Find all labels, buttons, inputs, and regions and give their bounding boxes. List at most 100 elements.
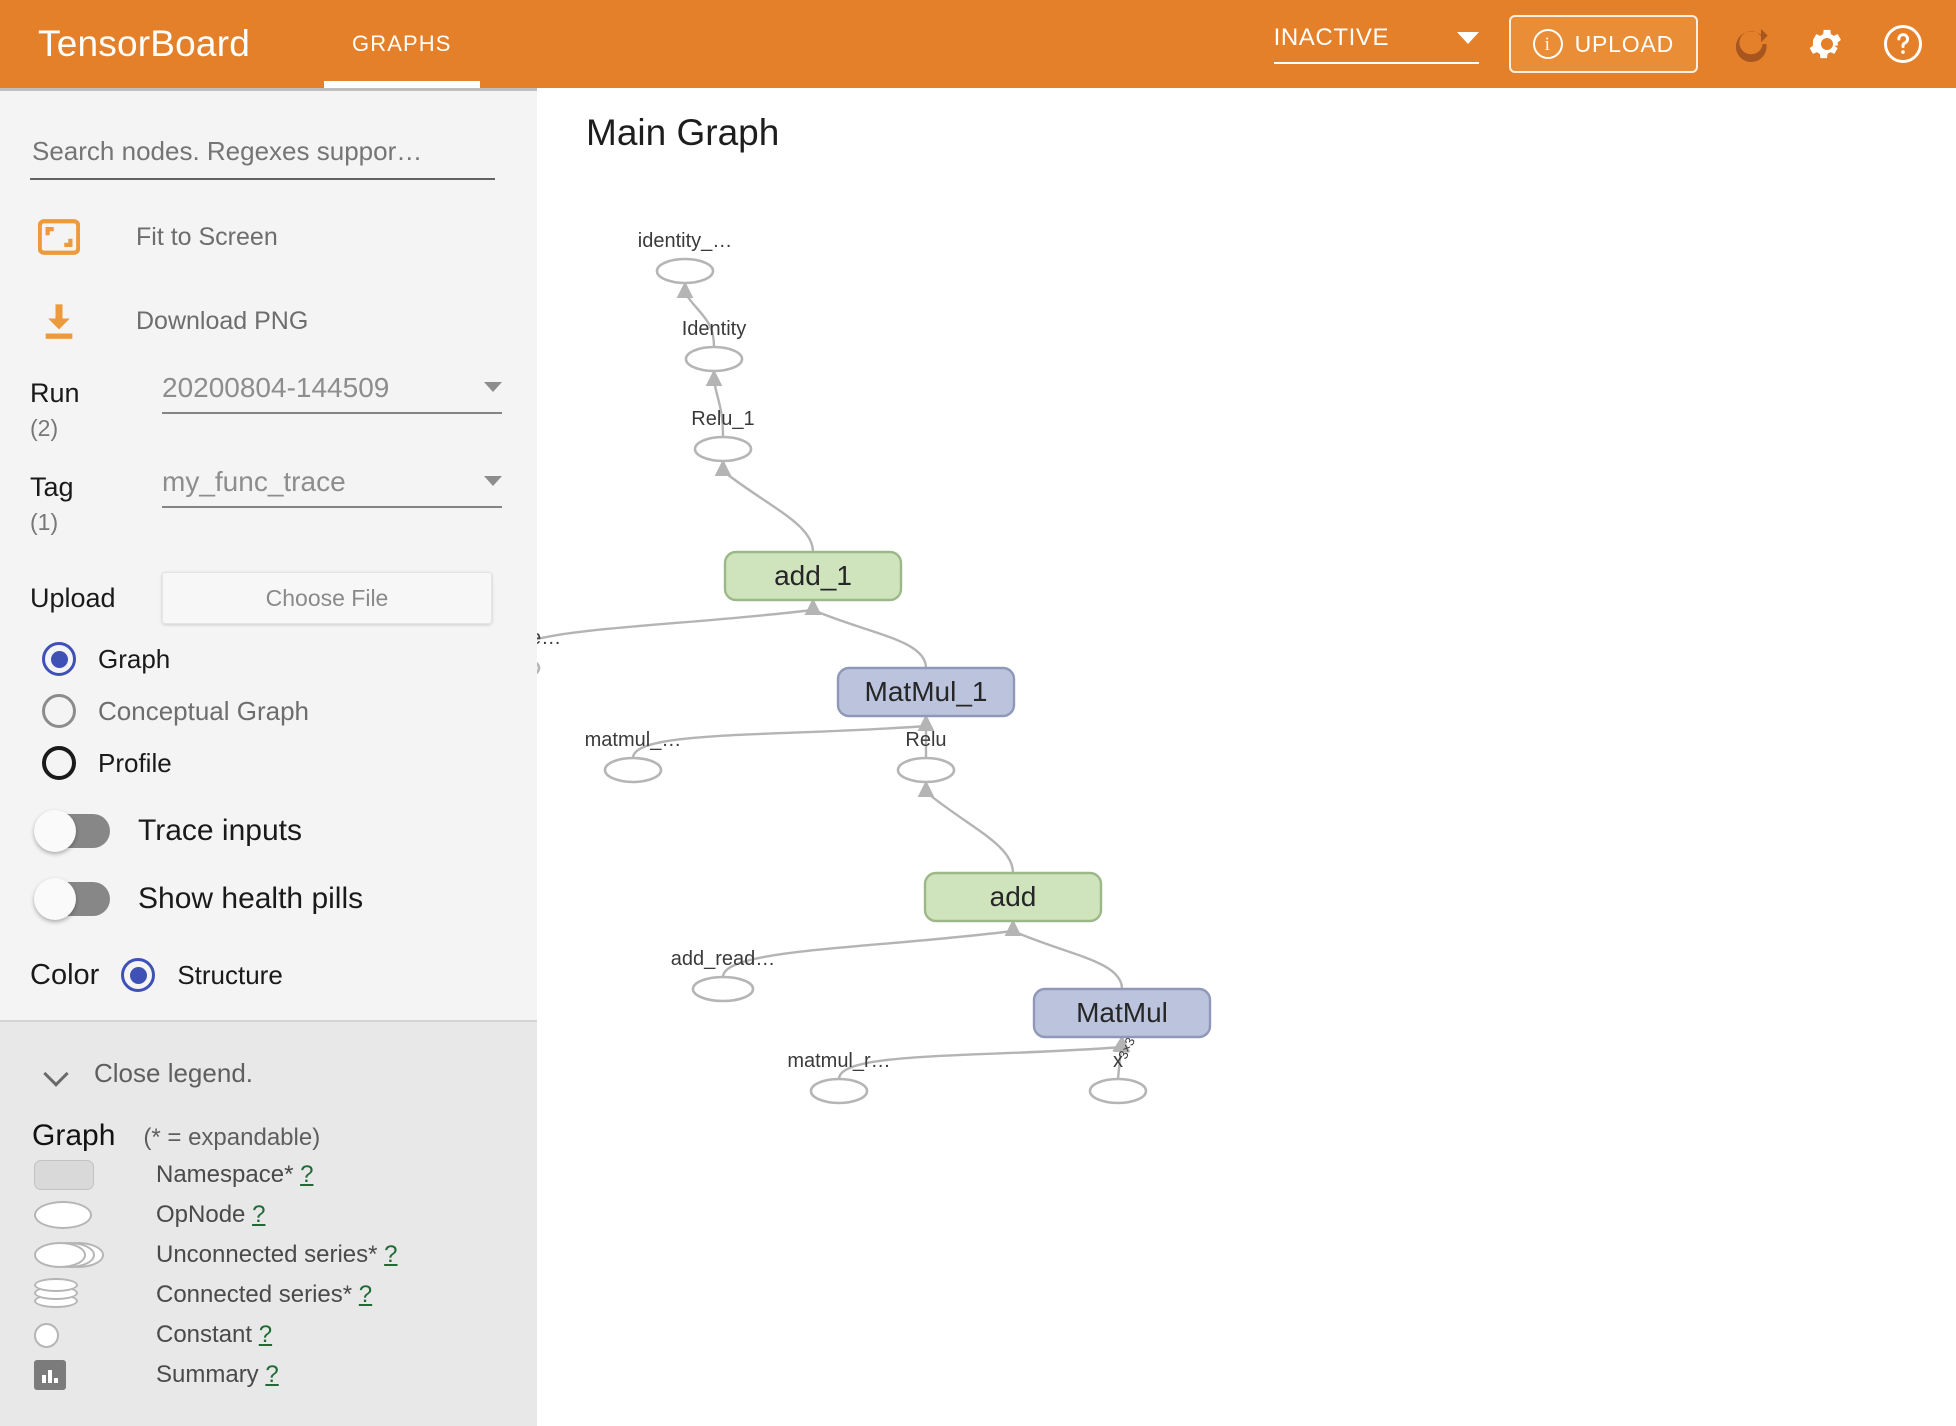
gear-icon[interactable] <box>1804 21 1850 67</box>
graph-node-shape <box>896 756 956 784</box>
legend-label-unconnected-series: Unconnected series* <box>156 1241 378 1268</box>
download-icon <box>34 301 84 341</box>
graph-edge <box>705 369 725 438</box>
graph-node[interactable]: matmul_r… <box>787 1050 891 1105</box>
graph-edge <box>1004 919 1124 990</box>
radio-graph[interactable]: Graph <box>42 642 537 676</box>
graph-node-shape <box>655 257 715 285</box>
help-link-unconnected-series[interactable]: ? <box>384 1241 398 1268</box>
download-png-label: Download PNG <box>136 306 309 335</box>
graph-node-shape <box>691 975 755 1003</box>
graph-node[interactable]: x <box>1088 1050 1148 1105</box>
graph-node[interactable]: add_1 <box>723 550 903 602</box>
legend-label-constant: Constant <box>156 1321 253 1348</box>
graph-node[interactable]: matmul_… <box>585 729 682 784</box>
upload-field: Upload Choose File <box>30 572 537 624</box>
graph-node-label: x <box>1113 1050 1123 1072</box>
toggle-trace-inputs-label: Trace inputs <box>138 814 302 847</box>
graph-node-label: matmul_… <box>585 729 682 751</box>
color-field: Color Structure <box>30 958 537 992</box>
graph-node-shape <box>693 435 753 463</box>
graph-node-shape <box>537 661 541 675</box>
legend-label-opnode: OpNode <box>156 1201 246 1228</box>
graph-node[interactable]: Identity <box>682 318 746 373</box>
help-link-namespace[interactable]: ? <box>300 1161 314 1188</box>
tag-field: Tag (1) my_func_trace <box>30 466 537 536</box>
legend-item-opnode: OpNode ? <box>32 1197 537 1233</box>
graph-node[interactable]: identity_… <box>638 230 733 285</box>
radio-structure-label: Structure <box>177 959 283 990</box>
help-link-connected-series[interactable]: ? <box>358 1281 373 1308</box>
help-link-summary[interactable]: ? <box>265 1361 279 1388</box>
graph-node[interactable]: add <box>923 871 1103 923</box>
color-label: Color <box>30 958 100 991</box>
radio-conceptual-graph-label: Conceptual Graph <box>98 695 310 726</box>
legend-panel: Close legend. Graph (* = expandable) Nam… <box>0 1022 537 1426</box>
graph-node-shape <box>723 550 903 602</box>
graph-node-shape <box>684 345 744 373</box>
graph-node-shape <box>836 666 1016 718</box>
fit-to-screen-button[interactable]: Fit to Screen <box>34 210 537 264</box>
run-dropdown[interactable]: 20200804-144509 <box>162 372 502 414</box>
download-png-button[interactable]: Download PNG <box>34 294 537 348</box>
toggle-show-health-pills[interactable]: Show health pills <box>34 878 537 920</box>
graph-node-label: identity_… <box>638 230 733 252</box>
chevron-down-icon <box>44 1061 70 1087</box>
refresh-icon[interactable] <box>1728 21 1774 67</box>
graph-node-label: add_read… <box>671 948 776 970</box>
unconnected-series-swatch-icon <box>32 1240 128 1270</box>
graph-node[interactable]: MatMul <box>1032 987 1212 1039</box>
graph-node[interactable]: add_read… <box>671 948 776 1003</box>
info-circle-icon: i <box>1532 29 1563 59</box>
legend-item-unconnected-series: Unconnected series* ? <box>32 1237 537 1273</box>
help-link-opnode[interactable]: ? <box>252 1201 266 1228</box>
graph-edge <box>714 459 815 553</box>
radio-structure-indicator[interactable] <box>121 958 156 992</box>
graph-node[interactable]: Relu_1 <box>691 408 755 463</box>
upload-button[interactable]: i UPLOAD <box>1508 15 1698 73</box>
graph-node-label: add_1_re… <box>537 627 561 649</box>
toggle-show-health-pills-label: Show health pills <box>138 882 364 915</box>
graph-edge <box>676 281 716 348</box>
constant-swatch-icon <box>32 1322 128 1348</box>
search-input[interactable] <box>30 135 495 168</box>
run-state-selector[interactable]: INACTIVE <box>1273 24 1479 64</box>
graph-node-shape <box>603 756 663 784</box>
tag-value: my_func_trace <box>162 466 346 497</box>
toggle-trace-inputs[interactable]: Trace inputs <box>34 810 537 852</box>
graph-node[interactable]: Relu <box>896 729 956 784</box>
close-legend-button[interactable]: Close legend. <box>44 1058 537 1089</box>
radio-conceptual-graph[interactable]: Conceptual Graph <box>42 694 537 728</box>
graph-node-label: MatMul_1 <box>865 676 988 707</box>
graph-node[interactable]: MatMul_1 <box>836 666 1016 718</box>
tab-graphs[interactable]: GRAPHS <box>324 0 480 88</box>
graph-edges: 3×3 <box>537 281 1138 1080</box>
radio-graph-indicator <box>42 642 76 676</box>
search-field[interactable] <box>30 135 495 180</box>
help-link-constant[interactable]: ? <box>258 1321 273 1348</box>
graph-node-label: matmul_r… <box>787 1050 890 1072</box>
radio-profile[interactable]: Profile <box>42 746 537 780</box>
legend-item-connected-series: Connected series* ? <box>32 1277 537 1313</box>
help-circle-icon[interactable] <box>1880 21 1926 67</box>
run-count: (2) <box>30 415 59 441</box>
legend-label-connected-series: Connected series* <box>156 1281 353 1308</box>
graph-node-label: Relu <box>905 729 946 751</box>
radio-conceptual-graph-indicator <box>42 694 76 728</box>
chevron-down-icon <box>484 382 502 392</box>
run-field: Run (2) 20200804-144509 <box>30 372 537 442</box>
graph-node-label: MatMul <box>1076 997 1168 1028</box>
graph-node[interactable]: add_1_re… <box>537 627 561 680</box>
sidebar-divider <box>0 1020 537 1022</box>
graph-node-shape <box>1032 987 1212 1039</box>
choose-file-button[interactable]: Choose File <box>162 572 492 624</box>
tag-dropdown[interactable]: my_func_trace <box>162 466 502 508</box>
toggle-trace-inputs-switch <box>34 810 110 852</box>
graph-edge <box>537 598 822 641</box>
toggle-show-health-pills-switch <box>34 878 110 920</box>
app-header: TensorBoard GRAPHS INACTIVE i UPLOAD <box>0 0 1956 88</box>
connected-series-swatch-icon <box>32 1278 128 1312</box>
